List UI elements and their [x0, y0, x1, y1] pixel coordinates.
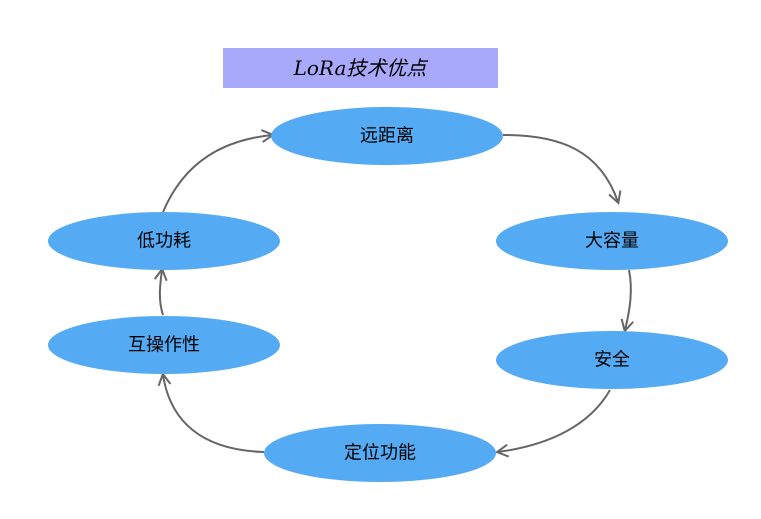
node-label: 定位功能 [344, 443, 416, 464]
node-label: 大容量 [585, 231, 639, 252]
node-ellipse [496, 331, 728, 389]
node-security: 安全 [496, 331, 728, 389]
node-long-range: 远距离 [271, 107, 503, 165]
title-box: LoRa技术优点 [223, 48, 498, 88]
node-label: 安全 [594, 350, 630, 371]
arrow-low-power-to-long-range [162, 135, 272, 213]
node-label: 远距离 [360, 126, 414, 147]
arrow-security-to-positioning [498, 389, 611, 452]
node-ellipse [48, 212, 280, 270]
node-ellipse [496, 212, 728, 270]
node-interoperability: 互操作性 [48, 316, 280, 374]
node-label: 低功耗 [137, 231, 191, 252]
node-low-power: 低功耗 [48, 212, 280, 270]
node-large-capacity: 大容量 [496, 212, 728, 270]
diagram-title: LoRa技术优点 [293, 56, 429, 80]
node-ellipse [264, 424, 496, 482]
node-label: 互操作性 [128, 335, 200, 356]
title-background [223, 48, 498, 88]
arrow-long-range-to-capacity [502, 134, 618, 202]
node-ellipse [271, 107, 503, 165]
node-positioning: 定位功能 [264, 424, 496, 482]
arrow-capacity-to-security [625, 269, 631, 330]
node-ellipse [48, 316, 280, 374]
arrow-interoperability-to-low-power [160, 270, 163, 316]
cycle-arrows [160, 135, 631, 452]
arrow-positioning-to-interoperability [163, 375, 265, 453]
